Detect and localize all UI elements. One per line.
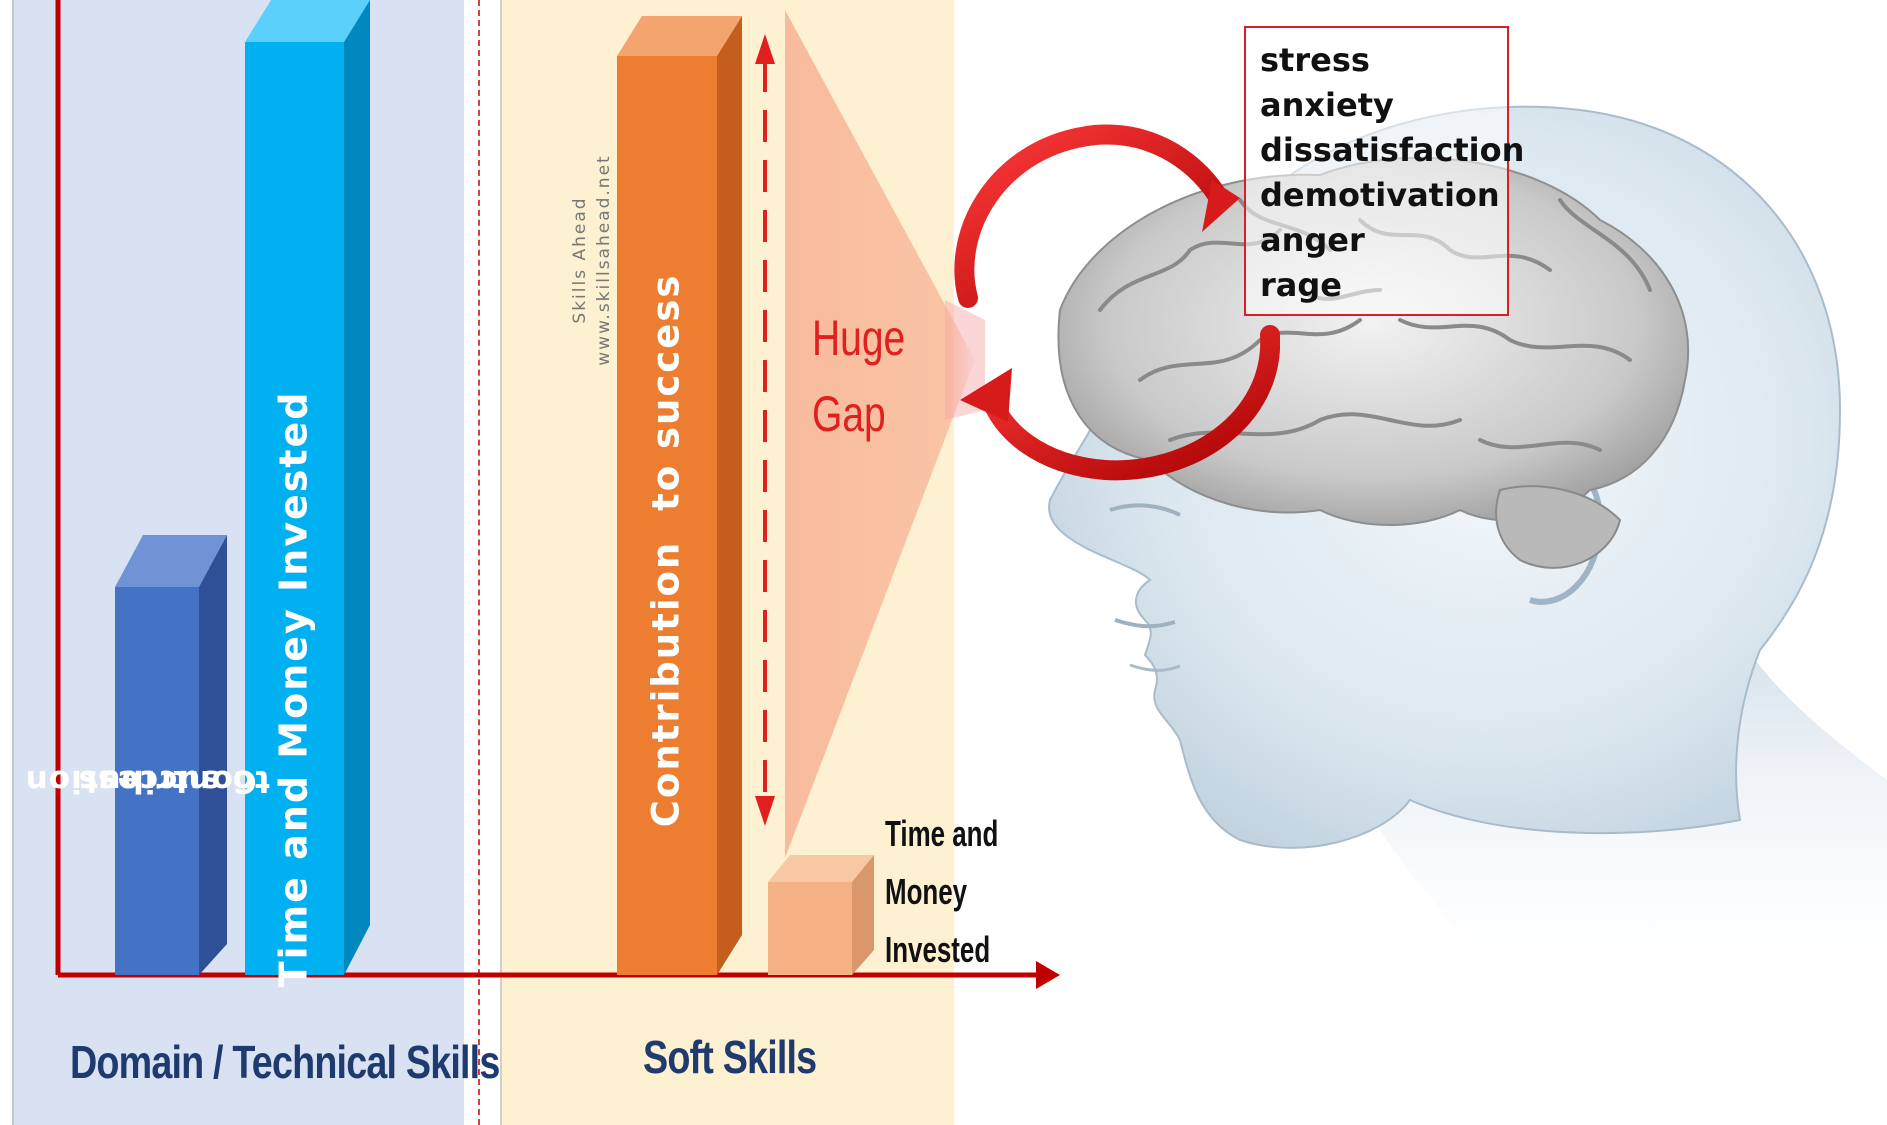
soft-contribution-bar [617,16,742,975]
soft-investment-block [768,855,874,975]
emotion-item: stress [1260,41,1370,79]
soft-investment-label: Time and Money Invested [885,813,999,970]
soft-contribution-label: Contribution to success [644,273,688,828]
axis-arrow-icon [1036,961,1060,989]
technical-skills-bars [115,0,370,975]
technical-skills-panel [12,0,464,1125]
emotions-list: stress anxiety dissatisfaction demotivat… [1244,26,1525,316]
watermark-text: Skills Ahead www.skillsahead.net [570,154,614,366]
soft-skills-bars [617,16,874,975]
emotion-item: dissatisfaction [1260,131,1525,169]
technical-investment-bar [245,0,370,975]
panel-separator [478,0,480,1125]
emotion-item: demotivation [1260,176,1500,214]
soft-skills-caption: Soft Skills [643,1031,817,1083]
technical-contribution-bar [115,535,227,975]
emotion-item: anger [1260,221,1365,259]
emotion-item: rage [1260,266,1342,304]
emotion-item: anxiety [1260,86,1394,124]
cycle-arrows-icon [954,124,1280,481]
huge-gap-label: Huge Gap [812,310,906,442]
double-arrow-icon [755,34,775,826]
technical-skills-caption: Domain / Technical Skills [70,1036,500,1088]
